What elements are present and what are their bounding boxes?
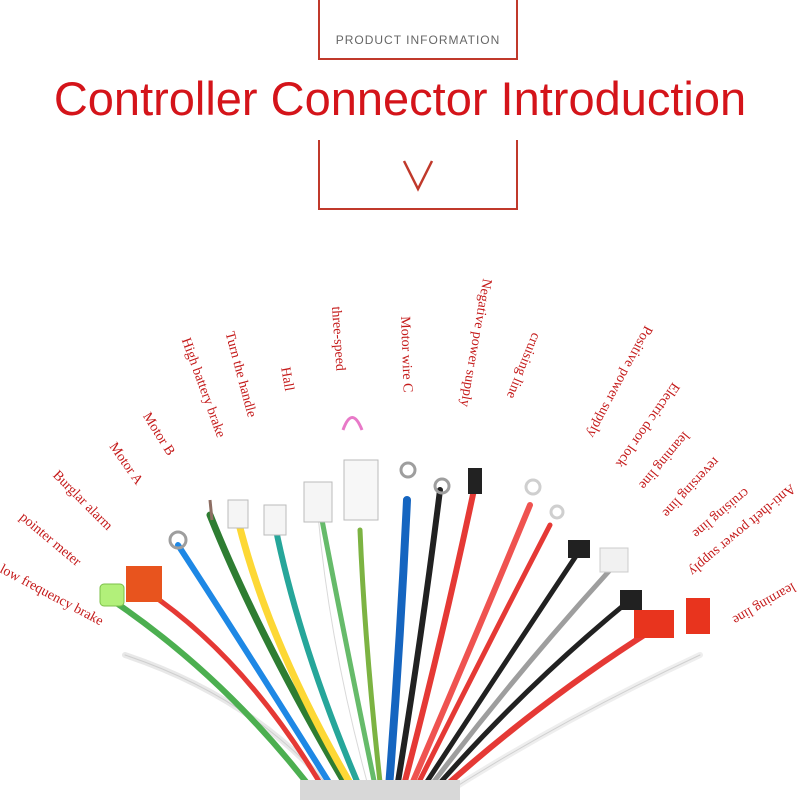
- connector-high-battery-brake: [227, 499, 249, 529]
- connector-learning: [568, 540, 590, 558]
- wire-motor-c: [384, 496, 411, 800]
- wire-learning-line: [412, 547, 583, 800]
- wire-learning-line-2-edge: [434, 654, 701, 800]
- ring-terminal-lock: [549, 504, 565, 520]
- section-label: PRODUCT INFORMATION: [335, 33, 501, 47]
- wire-cruising-line-2: [422, 597, 633, 800]
- wire-pointer-meter: [109, 597, 323, 800]
- connector-burglar-alarm: [126, 566, 162, 602]
- page-title: Controller Connector Introduction: [53, 72, 747, 125]
- wire-low-frequency-brake: [122, 652, 343, 800]
- header-frame-top: [318, 0, 518, 60]
- wire-low-frequency-brake-edge: [124, 654, 341, 800]
- wire-high-battery-brake: [234, 516, 364, 800]
- connector-reversing: [599, 547, 629, 573]
- connector-three-speed: [343, 459, 379, 521]
- connector-anti-theft-2: [686, 598, 710, 634]
- connector-pointer-meter: [99, 583, 125, 607]
- wire-motor-a: [175, 542, 343, 800]
- ring-terminal-positive: [524, 478, 542, 496]
- connector-anti-theft: [634, 610, 674, 638]
- wire-hall-green: [319, 517, 381, 800]
- controller-housing: [300, 780, 460, 800]
- wire-motor-b: [206, 511, 359, 800]
- wire-positive-power: [402, 502, 533, 800]
- wire-anti-theft: [427, 622, 663, 800]
- connector-turn-handle: [263, 504, 287, 536]
- loop-three-speed: [341, 416, 364, 431]
- wire-turn-handle: [272, 522, 368, 800]
- wire-reversing-line: [417, 567, 613, 800]
- wire-three-speed: [357, 527, 385, 800]
- wire-hall-edge: [317, 514, 373, 800]
- connector-cruising-2: [620, 590, 642, 610]
- connector-cruising: [468, 468, 482, 494]
- wire-cruising-line: [397, 482, 478, 800]
- ring-terminal-motor-a: [168, 530, 188, 550]
- ring-terminal-motor-c: [399, 461, 417, 479]
- chevron-down-icon: [402, 160, 434, 192]
- wire-negative-power: [392, 487, 443, 800]
- wire-electric-lock: [407, 522, 553, 800]
- ring-terminal-negative: [433, 477, 451, 495]
- connector-hall: [303, 481, 333, 523]
- header-frame-bottom: [318, 140, 518, 210]
- wire-burglar-alarm: [142, 587, 333, 800]
- pin-motor-b: [208, 499, 214, 521]
- label-motor-wire-c: Motor wire C: [397, 316, 415, 393]
